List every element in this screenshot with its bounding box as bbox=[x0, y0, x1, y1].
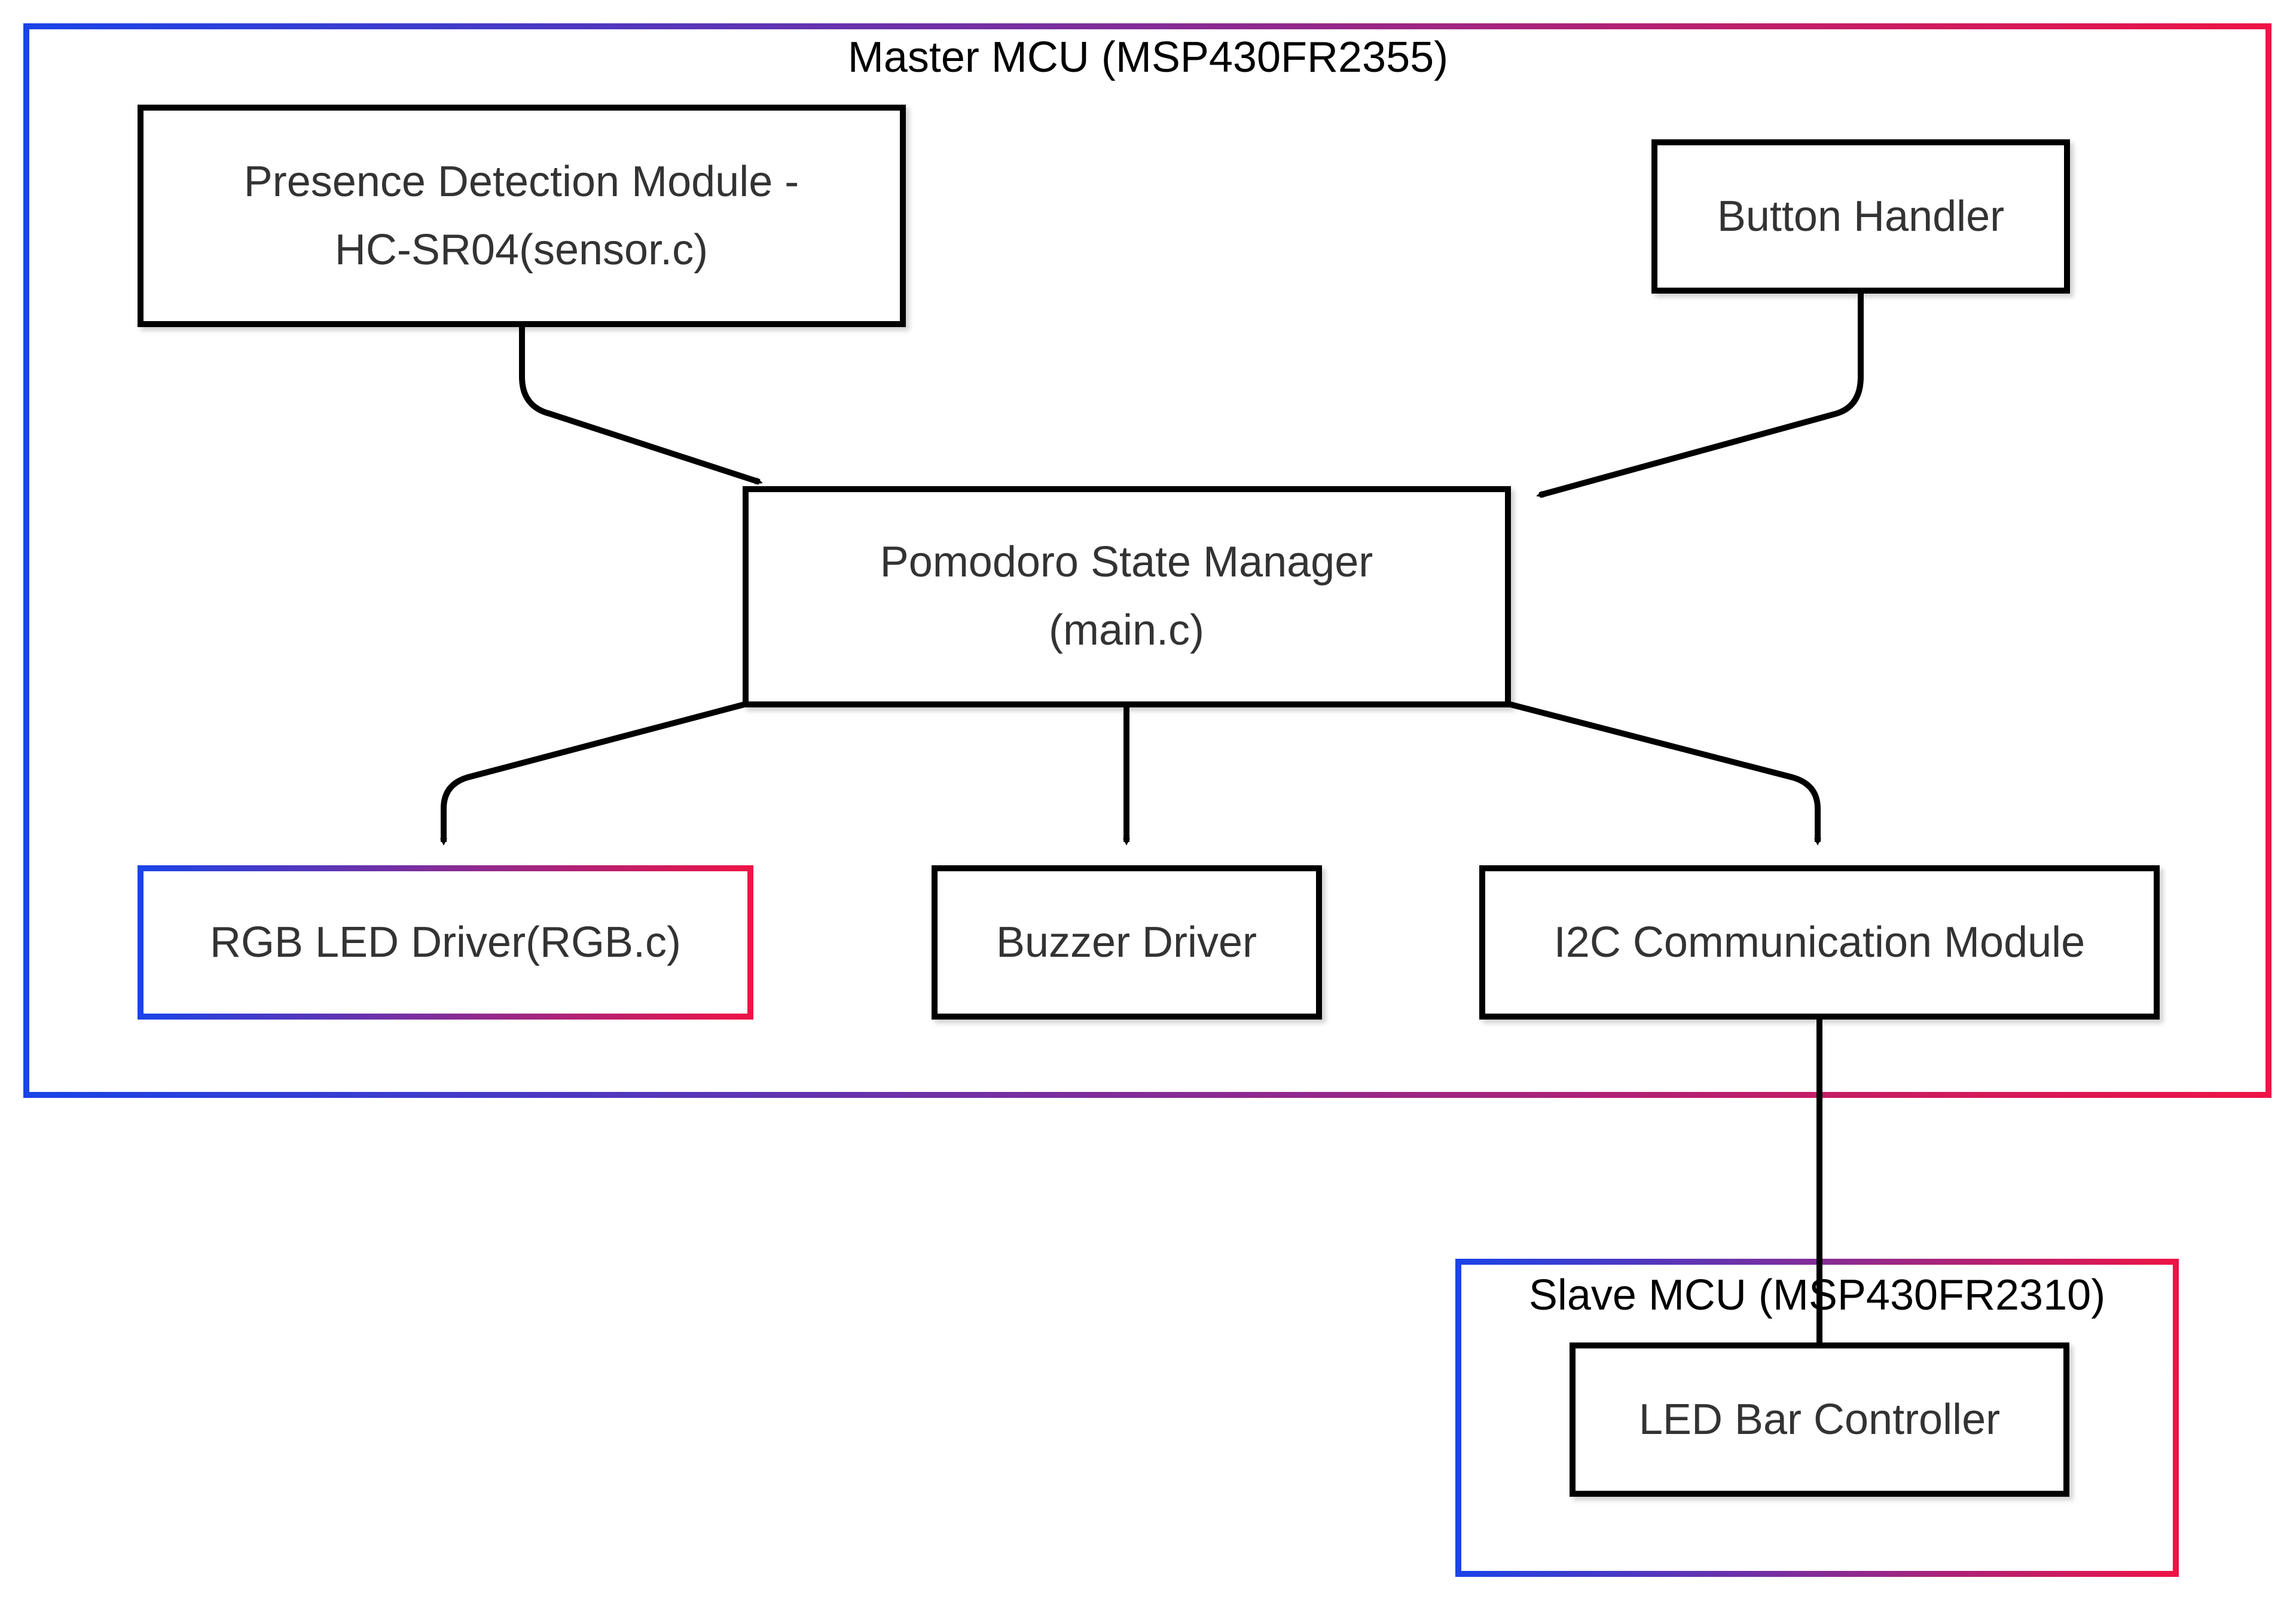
node-button-box bbox=[1651, 139, 2070, 294]
node-buzzer-box bbox=[932, 865, 1322, 1020]
node-presence-label-line2: HC-SR04(sensor.c) bbox=[335, 226, 708, 274]
node-presence-label-line1: Presence Detection Module - bbox=[244, 158, 799, 206]
node-ledbar-label: LED Bar Controller bbox=[1639, 1396, 2000, 1444]
node-rgb-box bbox=[138, 865, 753, 1020]
node-rgb-led-driver: RGB LED Driver(RGB.c) bbox=[138, 865, 753, 1020]
node-i2c-label: I2C Communication Module bbox=[1554, 919, 2085, 966]
node-ledbar-box bbox=[1570, 1342, 2069, 1497]
node-i2c-box bbox=[1479, 865, 2160, 1020]
node-buzzer-driver: Buzzer Driver bbox=[932, 865, 1322, 1020]
edge-presence-to-state bbox=[519, 325, 763, 485]
edge-button-to-state bbox=[1536, 292, 1864, 498]
cluster-master-border bbox=[23, 23, 2271, 1098]
edges bbox=[440, 292, 1864, 1343]
node-button-label: Button Handler bbox=[1717, 193, 2004, 240]
node-state-label-line2: (main.c) bbox=[1049, 606, 1204, 654]
node-button-handler: Button Handler bbox=[1651, 139, 2070, 294]
cluster-master-label: Master MCU (MSP430FR2355) bbox=[848, 33, 1448, 81]
node-led-bar-controller: LED Bar Controller bbox=[1570, 1342, 2069, 1497]
node-rgb-label: RGB LED Driver(RGB.c) bbox=[210, 919, 681, 966]
cluster-master: Master MCU (MSP430FR2355) bbox=[23, 23, 2271, 1098]
edge-state-to-rgb bbox=[440, 701, 746, 846]
node-presence-detection: Presence Detection Module - HC-SR04(sens… bbox=[138, 105, 906, 327]
edge-state-to-i2c bbox=[1509, 701, 1821, 846]
node-buzzer-label: Buzzer Driver bbox=[996, 919, 1257, 966]
node-state-box bbox=[743, 486, 1511, 707]
node-i2c-module: I2C Communication Module bbox=[1479, 865, 2160, 1020]
node-state-label-line1: Pomodoro State Manager bbox=[880, 538, 1373, 586]
node-presence-box bbox=[138, 105, 906, 327]
node-state-manager: Pomodoro State Manager (main.c) bbox=[743, 486, 1511, 707]
